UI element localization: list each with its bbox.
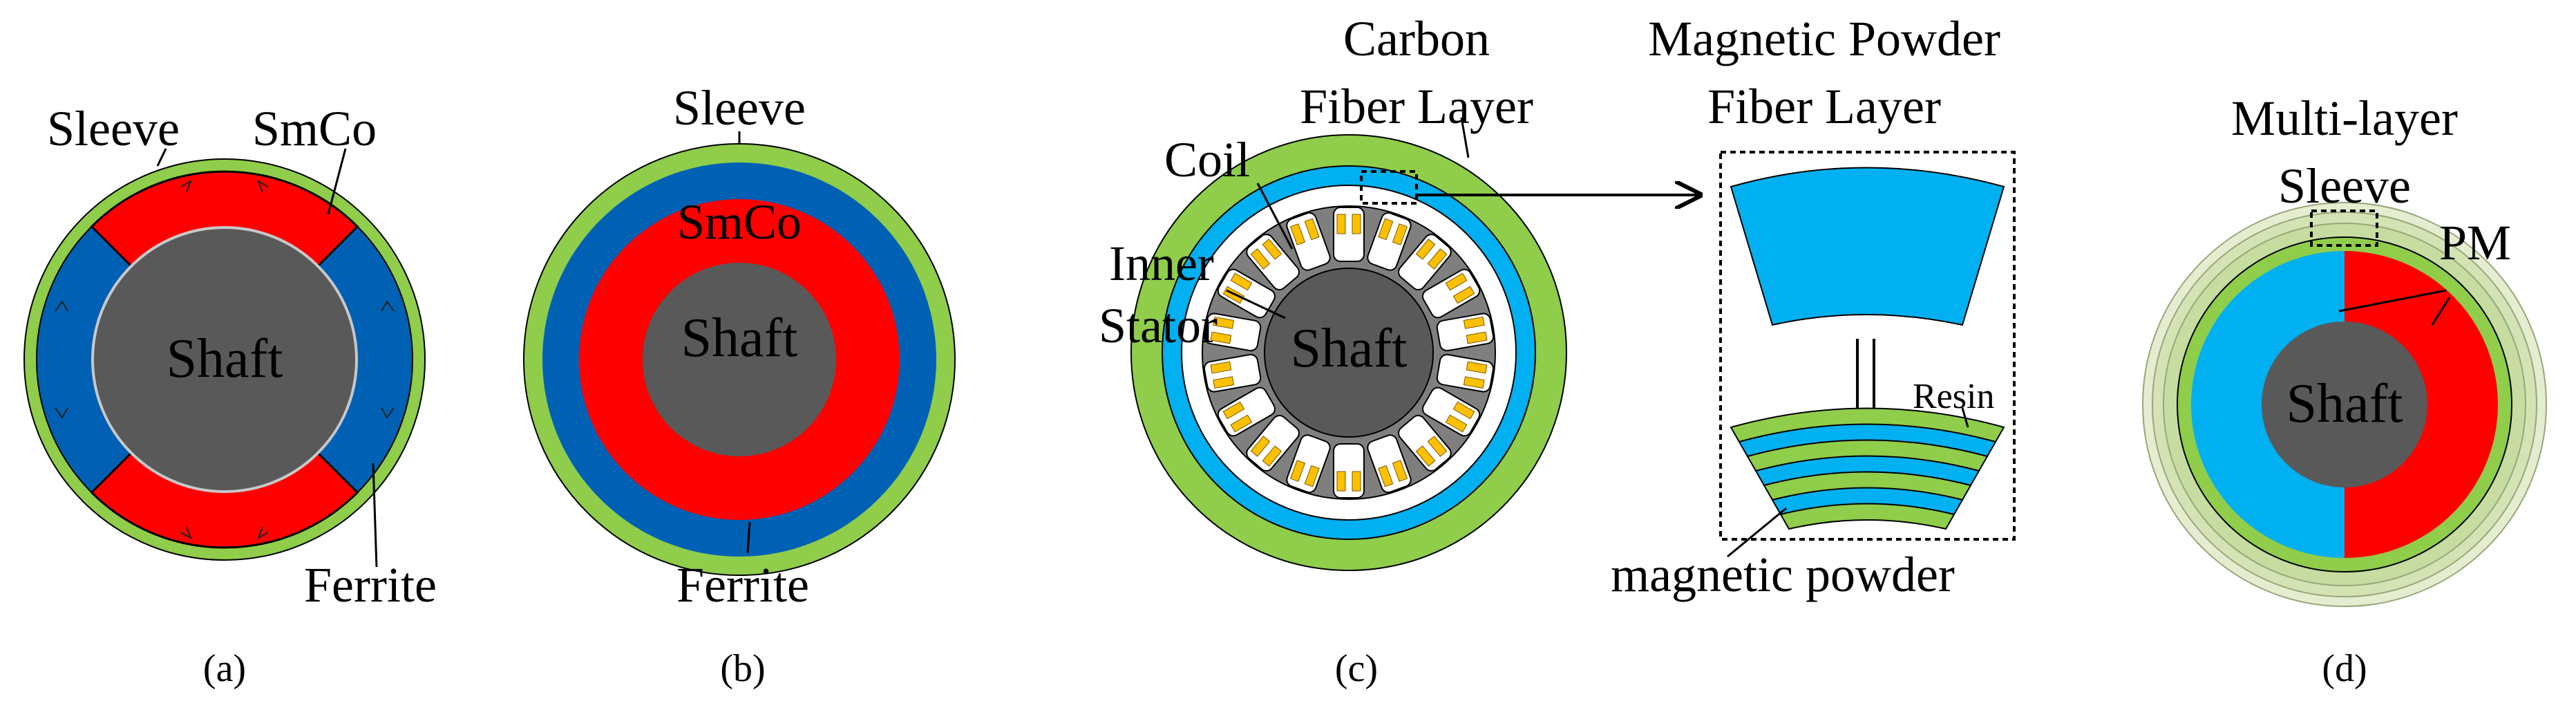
pm-leader-2	[2431, 297, 2451, 326]
pm-leader-1	[2338, 289, 2447, 313]
inner-stator-label-2: Stator	[1099, 298, 1218, 353]
smco-label: SmCo	[677, 194, 802, 250]
coil	[1210, 331, 1232, 344]
resin-band	[1779, 503, 1955, 530]
coil	[1336, 214, 1346, 234]
coil	[1210, 361, 1232, 374]
shaft-label: Shaft	[681, 308, 798, 369]
shaft	[643, 263, 836, 456]
coil	[1304, 465, 1320, 487]
coil	[1352, 471, 1361, 492]
coil	[1262, 445, 1282, 467]
coil	[1466, 361, 1488, 374]
panel-d: Shaft Multi-layer Sleeve PM (d)	[2142, 91, 2547, 690]
caption-b: (b)	[720, 647, 765, 690]
smco-label: SmCo	[252, 101, 377, 156]
coil	[1392, 460, 1408, 482]
stator-leader	[1226, 289, 1286, 319]
stator-slot	[1398, 234, 1452, 290]
magnetic-powder-label-2: Fiber Layer	[1707, 79, 1941, 134]
coil	[1415, 239, 1436, 260]
fiber-arc-segment	[1730, 167, 2005, 326]
resin-layered-segment	[1730, 407, 2005, 530]
carbon-fiber-label-1: Carbon	[1343, 11, 1490, 66]
resin-label: Resin	[1913, 377, 1994, 416]
coil	[1415, 445, 1436, 467]
coil	[1445, 414, 1468, 433]
coil	[1463, 316, 1485, 329]
zoom-region-box	[2310, 209, 2378, 247]
stator-slot	[1246, 415, 1300, 472]
smco-leader	[327, 148, 347, 215]
coil	[1262, 239, 1282, 260]
coil	[1250, 248, 1271, 270]
shaft	[1264, 268, 1434, 438]
caption-d: (d)	[2322, 647, 2367, 690]
shaft	[91, 226, 358, 493]
ferrite-leader	[372, 463, 378, 568]
coil	[1230, 414, 1253, 433]
coil	[1352, 214, 1361, 234]
sleeve-leader	[156, 148, 167, 167]
resin-leader	[1961, 407, 1969, 428]
coil	[1378, 218, 1394, 241]
coil-leader	[1256, 183, 1294, 250]
coil-label: Coil	[1164, 132, 1250, 187]
ferrite-leader	[746, 521, 751, 554]
panel-b: Shaft SmCo Sleeve Ferrite (b)	[523, 80, 956, 690]
stator-slot	[1398, 415, 1452, 472]
sleeve-label: Sleeve	[47, 101, 180, 156]
sleeve-label: Sleeve	[673, 80, 806, 136]
multi-layer-label-2: Sleeve	[2278, 158, 2411, 214]
shaft-label: Shaft	[2286, 373, 2403, 434]
multi-layer-label-1: Multi-layer	[2231, 91, 2458, 146]
coil	[1304, 218, 1320, 241]
coil	[1230, 272, 1253, 291]
pm-label: PM	[2439, 215, 2511, 270]
coil	[1213, 376, 1235, 389]
carbon-leader	[1460, 117, 1470, 158]
coil	[1463, 376, 1485, 389]
panel-a: Shaft Sleeve SmCo Ferrite (a)	[23, 101, 437, 690]
stator-slot	[1246, 234, 1300, 290]
coil	[1336, 471, 1346, 492]
magnetic-powder-bottom-label: magnetic powder	[1611, 547, 1955, 602]
powder-leader	[1727, 507, 1787, 558]
coil	[1452, 286, 1475, 304]
coil	[1445, 272, 1468, 291]
coil	[1222, 401, 1245, 420]
ferrite-label: Ferrite	[676, 557, 809, 613]
coil	[1213, 316, 1235, 329]
magnetization-arrows	[55, 179, 395, 540]
magnetic-powder-label-1: Magnetic Powder	[1648, 11, 2000, 66]
stator-slots	[1203, 207, 1495, 499]
coil	[1427, 436, 1448, 457]
caption-c: (c)	[1335, 647, 1378, 690]
carbon-fiber-label-2: Fiber Layer	[1300, 79, 1533, 134]
coil	[1289, 223, 1306, 245]
shaft-label: Shaft	[1291, 318, 1408, 379]
coil	[1250, 436, 1271, 457]
coil	[1378, 465, 1394, 487]
coil	[1392, 223, 1408, 245]
shaft	[2262, 322, 2427, 487]
zoom-detail-box	[1719, 151, 2016, 541]
shaft-label: Shaft	[167, 328, 283, 389]
caption-a: (a)	[203, 647, 246, 690]
zoom-region-box	[1360, 170, 1418, 205]
coil	[1466, 331, 1488, 344]
ferrite-label: Ferrite	[304, 557, 437, 613]
coil	[1452, 401, 1475, 420]
coil	[1289, 460, 1306, 482]
inner-stator-label-1: Inner	[1109, 236, 1214, 291]
panel-c: Shaft Carbon Fiber Layer Coil Inner Stat…	[1099, 11, 2016, 690]
coil	[1427, 248, 1448, 270]
